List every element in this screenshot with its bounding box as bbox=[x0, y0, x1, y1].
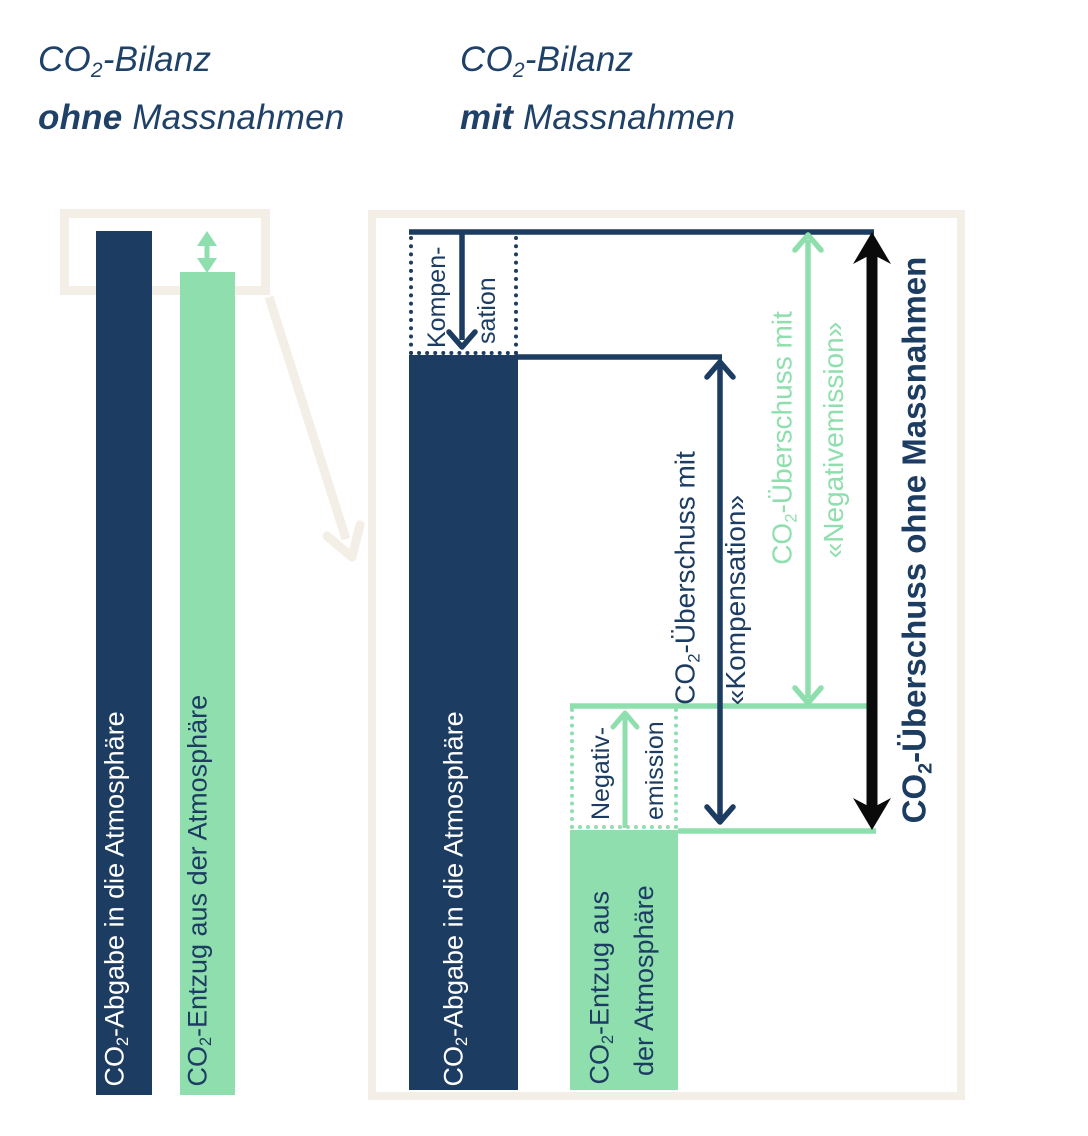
left-removal-bar-label: CO2-Entzug aus der Atmosphäre bbox=[182, 694, 215, 1087]
overhang-kompensation-arrowhead-up-icon bbox=[704, 359, 736, 380]
magnifier-callout-rect bbox=[60, 209, 270, 295]
left-emission-bar-label: CO2-Abgabe in die Atmosphäre bbox=[99, 711, 132, 1087]
overhang-ohne-massnahmen-label: CO2-Überschuss ohne Massnahmen bbox=[895, 256, 937, 824]
gap-indicator-arrowhead-up-icon bbox=[197, 231, 217, 246]
kompensation-dotted-box bbox=[409, 236, 518, 355]
right-removal-bar-label-line2: der Atmosphäre bbox=[629, 885, 659, 1076]
overhang-kompensation-label-line2: «Kompensation» bbox=[720, 494, 751, 706]
detail-frame bbox=[368, 210, 965, 1100]
overhang-negativemission-label-line1: CO2-Überschuss mit bbox=[766, 311, 801, 565]
right-emission-bar-label: CO2-Abgabe in die Atmosphäre bbox=[438, 711, 471, 1087]
title-ohne-massnahmen: CO2-Bilanz ohne Massnahmen bbox=[38, 36, 344, 141]
kompensation-down-arrowhead-icon bbox=[446, 329, 478, 350]
title-mit-massnahmen: CO2-Bilanz mit Massnahmen bbox=[460, 36, 735, 141]
title-ohne-line1: CO2-Bilanz bbox=[38, 40, 212, 82]
right-removal-bar-label-line1: CO2-Entzug aus bbox=[584, 890, 617, 1085]
kompensation-box-label-line2: sation bbox=[473, 277, 501, 344]
left-removal-bar bbox=[180, 272, 235, 1095]
kompensation-box-label-line1: Kompen- bbox=[423, 246, 451, 348]
overhang-kompensation-arrowhead-down-icon bbox=[704, 804, 736, 825]
left-emission-bar bbox=[96, 231, 152, 1095]
title-mit-line1: CO2-Bilanz bbox=[460, 40, 634, 82]
overhang-ohne-massnahmen-arrowhead-up-icon bbox=[853, 232, 891, 264]
negativemission-up-arrowhead-icon bbox=[610, 710, 640, 730]
overhang-negativemission-arrowhead-down-icon bbox=[792, 685, 824, 706]
right-emission-bar bbox=[409, 355, 518, 1090]
title-ohne-line2: ohne Massnahmen bbox=[38, 97, 345, 137]
gap-indicator-arrowhead-down-icon bbox=[197, 258, 217, 273]
negativemission-box-label-line2: emission bbox=[641, 721, 669, 820]
overhang-ohne-massnahmen-arrowhead-down-icon bbox=[853, 798, 891, 830]
magnifier-leader-arrowhead-icon bbox=[322, 520, 365, 562]
overhang-negativemission-label-line2: «Negativemission» bbox=[818, 321, 849, 559]
overhang-negativemission-arrowhead-up-icon bbox=[792, 232, 824, 253]
overhang-kompensation-label-line1: CO2-Überschuss mit bbox=[669, 451, 704, 705]
title-mit-line2: mit Massnahmen bbox=[460, 97, 736, 137]
negativemission-box-label-line1: Negativ- bbox=[587, 726, 615, 820]
magnifier-leader-line bbox=[264, 295, 351, 541]
right-removal-bar bbox=[570, 830, 678, 1090]
